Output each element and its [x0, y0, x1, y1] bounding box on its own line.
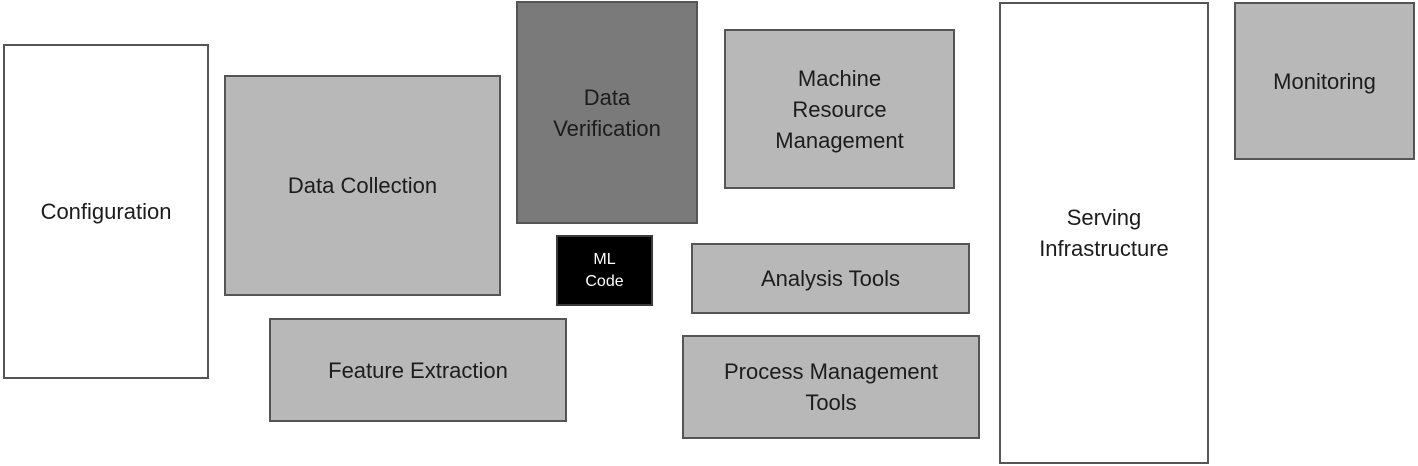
machine-resource-management-label: Machine Resource Management: [775, 65, 904, 153]
configuration-label: Configuration: [40, 199, 172, 224]
data-verification-label: Data Verification: [553, 84, 661, 141]
analysis-tools-label: Analysis Tools: [761, 266, 900, 291]
feature-extraction-box: Feature Extraction: [269, 318, 567, 422]
data-verification-box: Data Verification: [516, 1, 698, 224]
serving-infrastructure-label: Serving Infrastructure: [1039, 205, 1169, 261]
configuration-box: Configuration: [3, 44, 209, 379]
monitoring-label: Monitoring: [1273, 68, 1376, 94]
machine-resource-management-box: Machine Resource Management: [724, 29, 955, 189]
ml-code-label: ML Code: [585, 250, 624, 290]
process-management-tools-box: Process Management Tools: [682, 335, 980, 439]
feature-extraction-label: Feature Extraction: [328, 357, 508, 383]
data-collection-box: Data Collection: [224, 75, 501, 296]
process-management-tools-label: Process Management Tools: [724, 359, 938, 415]
analysis-tools-box: Analysis Tools: [691, 243, 970, 314]
data-collection-label: Data Collection: [287, 173, 438, 198]
monitoring-box: Monitoring: [1234, 2, 1415, 160]
serving-infrastructure-box: Serving Infrastructure: [999, 2, 1209, 464]
ml-code-box: ML Code: [556, 235, 653, 306]
